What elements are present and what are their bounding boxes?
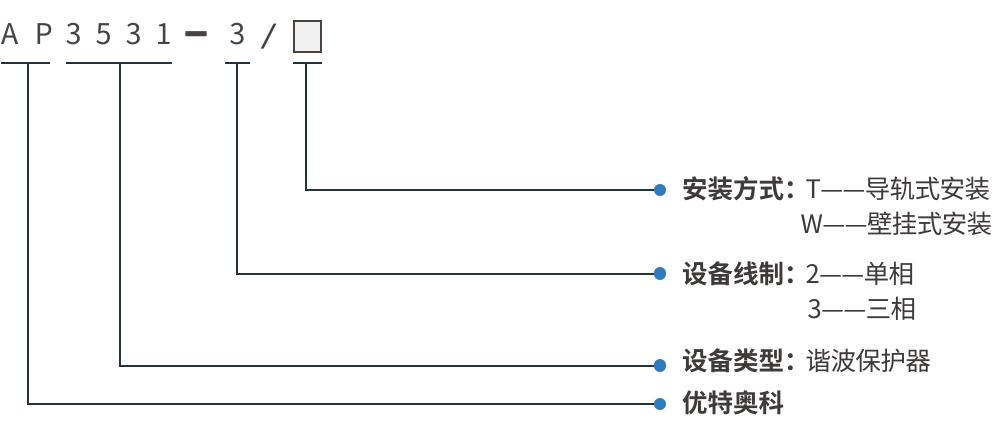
bullet-dot-wiring [653, 267, 667, 280]
legend-label-wiring: 设备线制： [682, 254, 810, 291]
legend-row-wiring: 设备线制：2——单相 [682, 255, 914, 290]
underline-series [66, 62, 172, 65]
model-series: 3531 [65, 11, 186, 53]
underline-box [293, 62, 323, 65]
legend-row-mounting: 安装方式：T——导轨式安装 [682, 170, 990, 205]
legend-label-brand: 优特奥科 [682, 382, 785, 420]
connector-device-type [119, 63, 660, 367]
bullet-dot-device-type [653, 359, 667, 372]
model-slash: / [260, 14, 278, 52]
legend-row-device-type: 设备类型：谐波保护器 [682, 341, 931, 379]
legend-value-mounting-t: T——导轨式安装 [805, 169, 991, 206]
legend-value-device-type: 谐波保护器 [805, 341, 931, 379]
model-separator-dash: - [181, 0, 210, 77]
bullet-dot-mounting [653, 183, 667, 197]
model-prefix: AP [0, 11, 70, 53]
connector-wiring [236, 63, 660, 275]
bullet-dot-brand [653, 397, 667, 411]
legend-label-mounting: 安装方式： [682, 169, 810, 206]
connector-brand [26, 63, 660, 405]
model-phase-digit: 3 [229, 11, 246, 53]
connector-mounting [305, 63, 660, 191]
legend-value-wiring-3: 3——三相 [807, 289, 917, 326]
legend-label-device-type: 设备类型： [682, 341, 810, 379]
model-placeholder-box [293, 19, 322, 53]
legend-value-wiring-2: 2——单相 [805, 254, 915, 291]
underline-prefix [1, 62, 50, 65]
legend-row-brand: 优特奥科 [682, 384, 784, 419]
legend-value-mounting-w: W——壁挂式安装 [800, 204, 993, 241]
